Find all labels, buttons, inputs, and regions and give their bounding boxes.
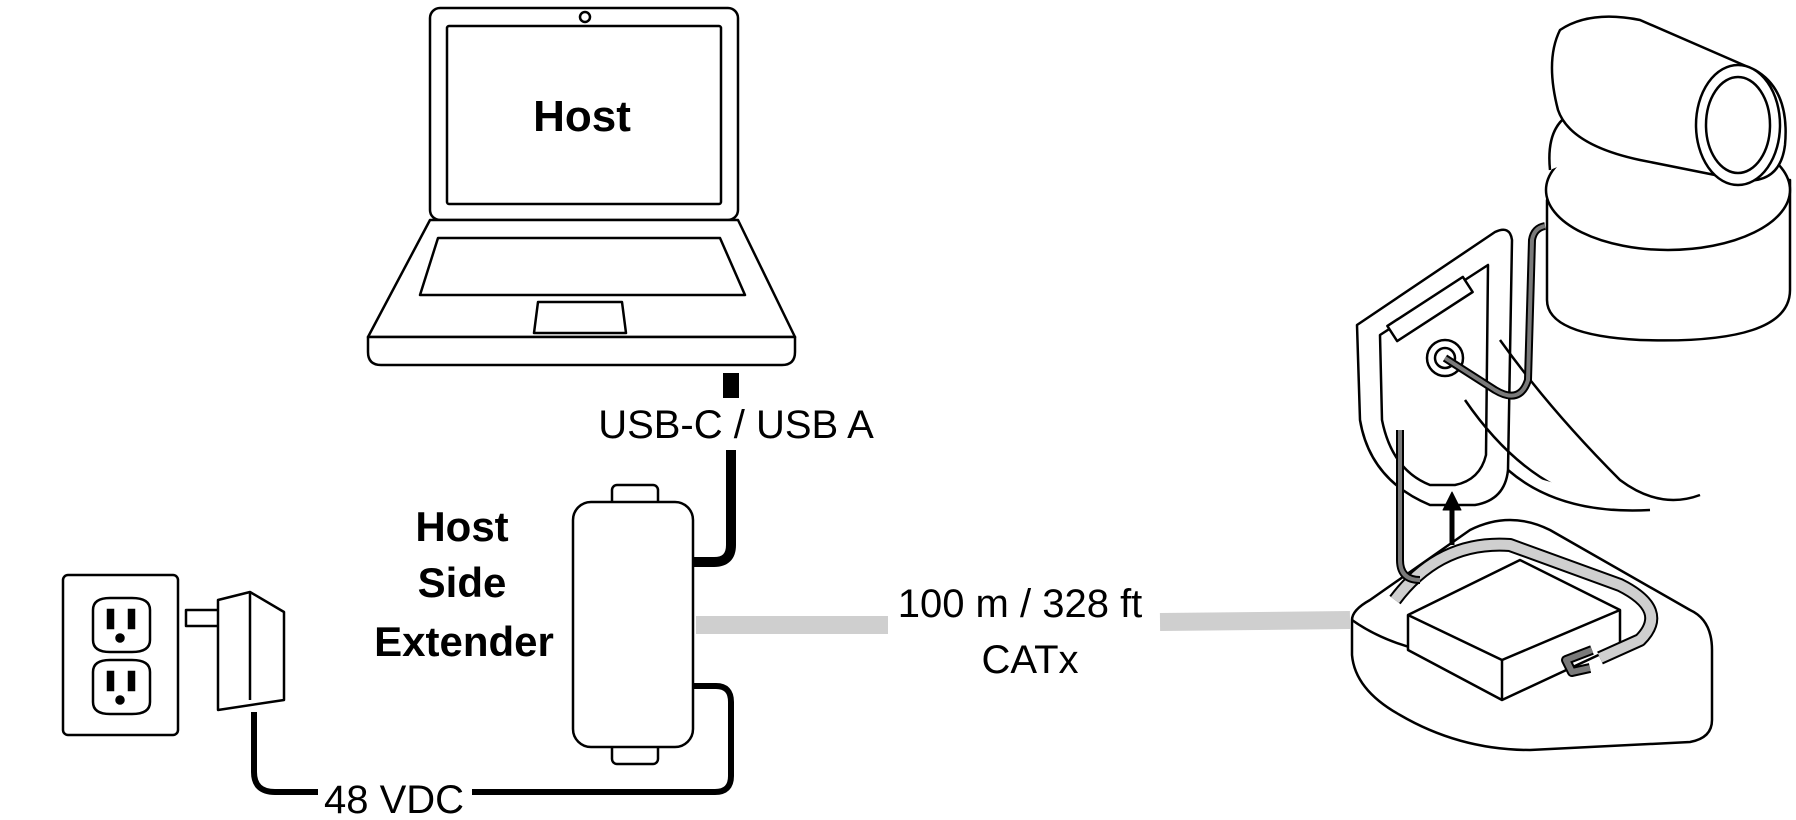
outlet-icon (61, 573, 180, 737)
power-label: 48 VDC (324, 778, 464, 820)
laptop-icon (366, 6, 797, 367)
power-adapter-icon (184, 590, 286, 712)
usb-cable (694, 373, 739, 567)
camera-icon (1544, 15, 1792, 342)
cable-type-label: CATx (981, 638, 1078, 682)
extender-label-line3: Extender (374, 618, 554, 665)
catx-cable (696, 611, 1351, 634)
host-label: Host (533, 92, 631, 141)
distance-label: 100 m / 328 ft (898, 582, 1143, 626)
power-cable (251, 683, 734, 795)
mount-bracket-icon (1355, 228, 1701, 512)
usb-label: USB-C / USB A (598, 403, 874, 447)
extender-label-line2: Side (418, 559, 507, 606)
camera-assembly (1350, 15, 1792, 752)
extender-box-icon (571, 483, 695, 766)
arrow-up-icon (1442, 491, 1462, 545)
extender-label-line1: Host (415, 503, 508, 550)
